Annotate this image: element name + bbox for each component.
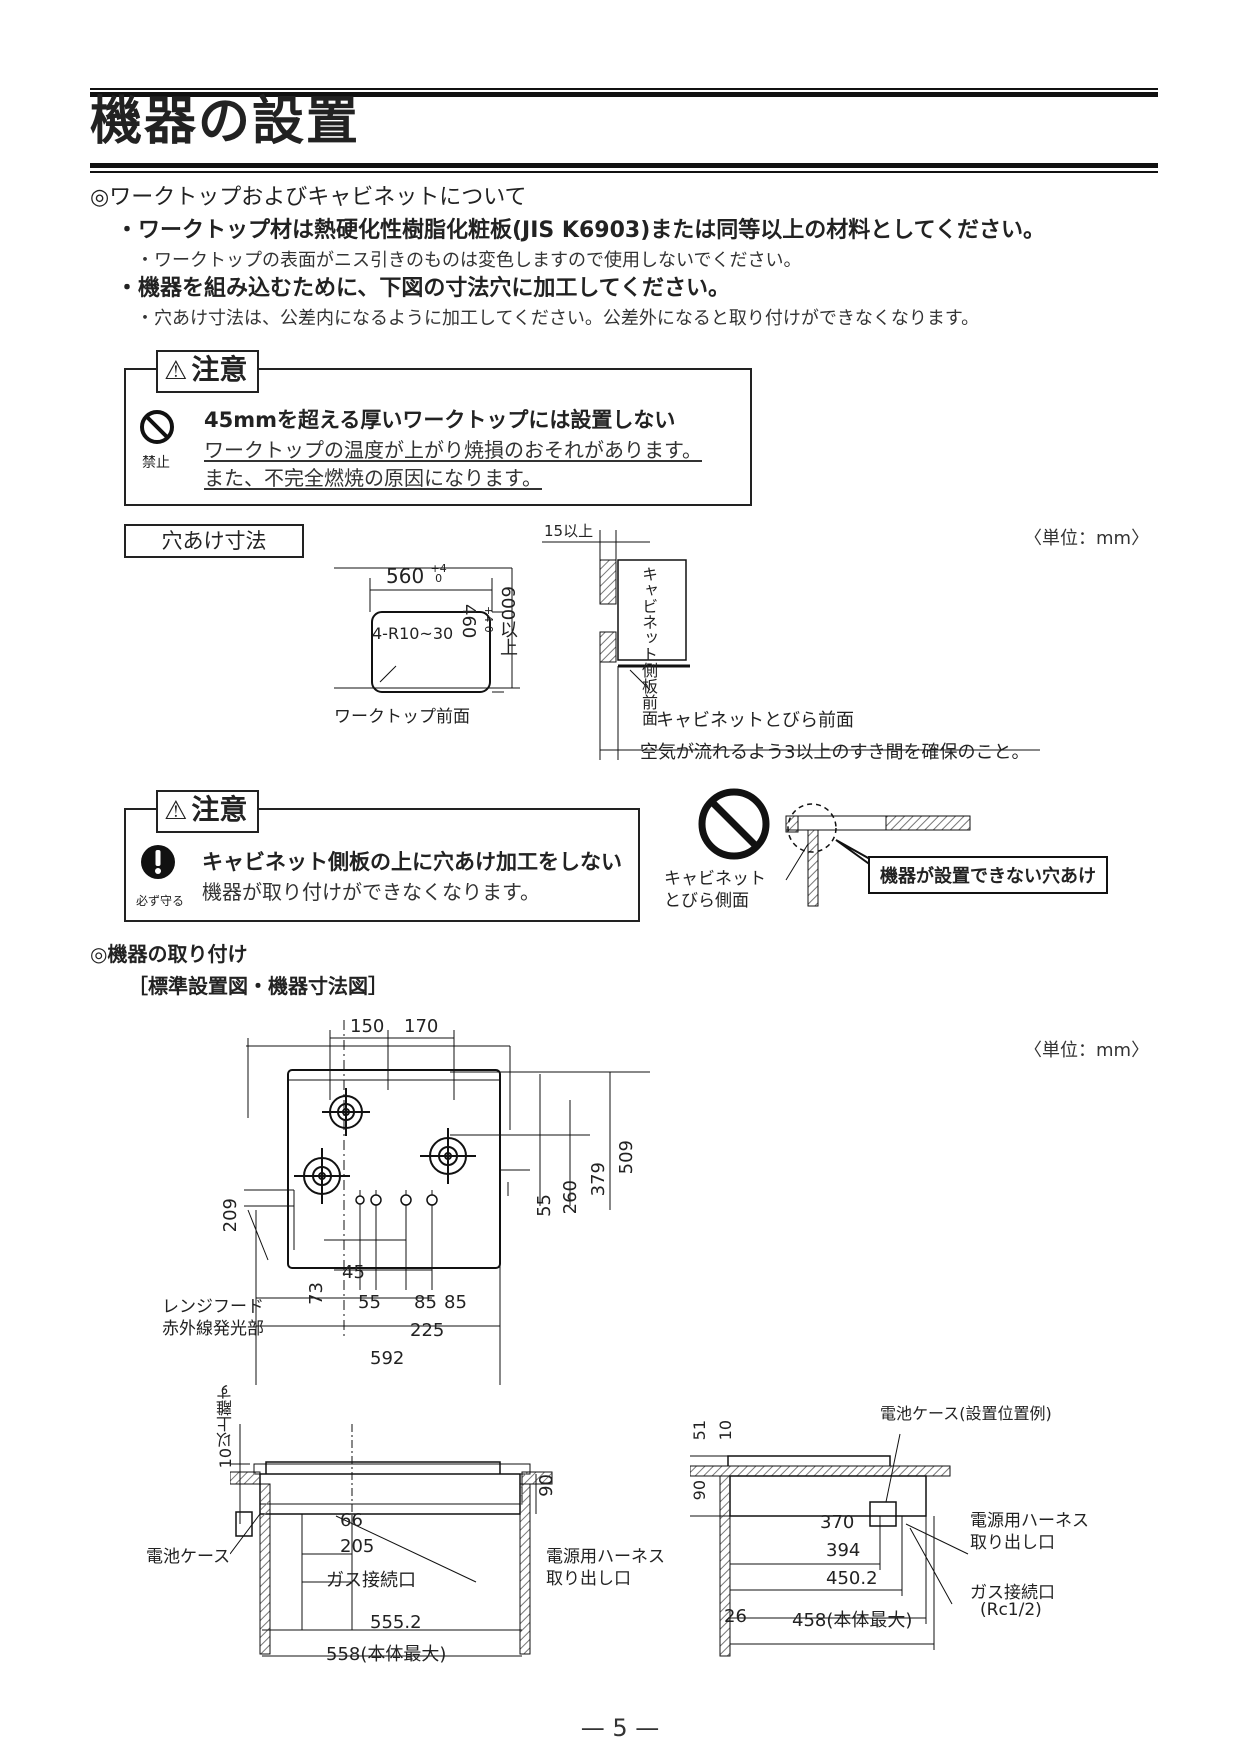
rangehood-label-1: レンジフード bbox=[162, 1297, 264, 1317]
page-number: — 5 — bbox=[580, 1714, 660, 1742]
dim-73: 73 bbox=[306, 1282, 327, 1305]
front-dim-558: 558(本体最大) bbox=[326, 1644, 447, 1665]
gap-top-label: 15以上 bbox=[544, 522, 594, 540]
worktop-bullet-material: ・ワークトップ材は熱硬化性樹脂化粧板(JIS K6903)または同等以上の材料と… bbox=[116, 218, 1045, 243]
front-dim-205: 205 bbox=[340, 1536, 375, 1557]
cabinet-side-front-label: キャビネット側板前面 bbox=[639, 566, 658, 726]
prohibited-label: 禁止 bbox=[142, 455, 170, 471]
unit-label-2: 〈単位：mm〉 bbox=[1024, 1040, 1150, 1061]
unit-label-1: 〈単位：mm〉 bbox=[1024, 528, 1150, 549]
caution-tag-1: ⚠注意 bbox=[156, 350, 260, 393]
install-heading: ◎機器の取り付け bbox=[90, 942, 248, 966]
side-dim-10: 10 bbox=[716, 1420, 735, 1441]
dim-150: 150 bbox=[350, 1016, 385, 1037]
dim-592: 592 bbox=[370, 1348, 405, 1369]
dim-260: 260 bbox=[560, 1180, 581, 1215]
caution-box-cabinet bbox=[124, 808, 640, 922]
hole-radius: 4-R10~30 bbox=[372, 624, 454, 643]
hole-width-tol-plus: +4 bbox=[430, 562, 447, 575]
prohibited-hole-callout: 機器が設置できない穴あけ bbox=[868, 856, 1108, 894]
caution-box-thickness bbox=[124, 368, 752, 506]
hob-front-view bbox=[230, 1424, 553, 1657]
caution2-heading: キャビネット側板の上に穴あけ加工をしない bbox=[202, 850, 622, 874]
warning-triangle-icon: ⚠ bbox=[164, 356, 188, 386]
caution-tag-label-2: 注意 bbox=[191, 793, 248, 826]
worktop-bullet-hole: ・機器を組み込むために、下図の寸法穴に加工してください。 bbox=[116, 276, 731, 301]
hole-depth-tol-plus: +4 bbox=[482, 606, 495, 623]
side-dim-51: 51 bbox=[690, 1420, 709, 1441]
dim-509: 509 bbox=[616, 1140, 637, 1175]
prohibited-hole-illustration bbox=[698, 788, 971, 907]
top-rule-thick bbox=[90, 92, 1158, 97]
hole-width-tol-zero: 0 bbox=[435, 572, 443, 585]
caution-tag-label: 注意 bbox=[191, 353, 248, 386]
side-dim-370: 370 bbox=[820, 1512, 855, 1533]
side-gas-1: ガス接続口 bbox=[970, 1583, 1055, 1603]
dim-379: 379 bbox=[588, 1162, 609, 1197]
warning-triangle-icon-2: ⚠ bbox=[164, 796, 188, 826]
page-title: 機器の設置 bbox=[90, 92, 361, 152]
title-rule-thin bbox=[90, 171, 1158, 173]
side-dim-394: 394 bbox=[826, 1540, 861, 1561]
hole-dimension-label: 穴あけ寸法 bbox=[124, 524, 304, 558]
dim-170: 170 bbox=[404, 1016, 439, 1037]
door-side-label-2: とびら側面 bbox=[664, 891, 749, 911]
mandatory-icon bbox=[141, 845, 175, 879]
worktop-note-tolerance: ・穴あけ寸法は、公差内になるように加工してください。公差外になると取り付けができ… bbox=[136, 308, 980, 329]
side-gas-2: (Rc1/2) bbox=[980, 1600, 1042, 1620]
door-side-label-1: キャビネット bbox=[664, 869, 766, 889]
hole-depth-value: 460 bbox=[458, 604, 479, 638]
front-harness-1: 電源用ハーネス bbox=[546, 1547, 665, 1567]
hole-width-value: 560 +4 0 bbox=[386, 562, 447, 588]
dim-225: 225 bbox=[410, 1320, 445, 1341]
install-subheading: ［標準設置図・機器寸法図］ bbox=[128, 974, 388, 998]
front-dim-5552: 555.2 bbox=[370, 1612, 422, 1633]
side-dim-458: 458(本体最大) bbox=[792, 1610, 913, 1631]
hole-min-depth: 600以上 bbox=[497, 586, 518, 657]
prohibited-icon bbox=[140, 410, 174, 444]
hob-side-view bbox=[690, 1433, 969, 1657]
side-harness-1: 電源用ハーネス bbox=[970, 1511, 1089, 1531]
hole-depth-tol-zero: 0 bbox=[482, 625, 495, 633]
cabinet-side-section-diagram bbox=[542, 530, 1040, 760]
hob-top-view bbox=[244, 1020, 650, 1385]
cabinet-door-front-label: キャビネットとびら前面 bbox=[656, 710, 854, 731]
worktop-note-varnish: ・ワークトップの表面がニス引きのものは変色しますので使用しないでください。 bbox=[136, 250, 802, 271]
front-gas: ガス接続口 bbox=[326, 1570, 416, 1591]
front-battery: 電池ケース bbox=[146, 1547, 231, 1567]
dim-85-b: 85 bbox=[444, 1292, 467, 1313]
front-clearance: 10以上離す bbox=[216, 1384, 235, 1469]
dim-209: 209 bbox=[220, 1198, 241, 1233]
title-rule-thick bbox=[90, 163, 1158, 168]
airflow-note: 空気が流れるよう3以上のすき間を確保のこと。 bbox=[640, 742, 1030, 763]
worktop-front-label: ワークトップ前面 bbox=[334, 707, 470, 727]
hole-cutout-diagram bbox=[334, 567, 520, 693]
caution1-line1: ワークトップの温度が上がり焼損のおそれがあります。 bbox=[204, 438, 702, 462]
side-dim-4502: 450.2 bbox=[826, 1568, 878, 1589]
dim-45: 45 bbox=[342, 1262, 365, 1283]
caution1-heading: 45mmを超える厚いワークトップには設置しない bbox=[204, 408, 676, 432]
top-rule-thin bbox=[90, 88, 1158, 90]
side-dim-90: 90 bbox=[690, 1480, 709, 1501]
rangehood-label-2: 赤外線発光部 bbox=[162, 1319, 264, 1339]
caution1-line2: また、不完全燃焼の原因になります。 bbox=[204, 466, 542, 490]
side-battery-example: 電池ケース(設置位置例) bbox=[880, 1404, 1052, 1423]
mandatory-label: 必ず守る bbox=[136, 894, 185, 908]
front-dim-90: 90 bbox=[536, 1474, 557, 1497]
front-dim-66: 66 bbox=[340, 1510, 363, 1531]
hole-depth: 460 bbox=[458, 604, 479, 639]
hole-depth-tol: +4 0 bbox=[482, 606, 495, 633]
caution-tag-2: ⚠注意 bbox=[156, 790, 260, 833]
dim-85-a: 85 bbox=[414, 1292, 437, 1313]
hole-width: 560 bbox=[386, 564, 425, 588]
front-harness-2: 取り出し口 bbox=[546, 1569, 631, 1589]
side-harness-2: 取り出し口 bbox=[970, 1533, 1055, 1553]
side-dim-26: 26 bbox=[724, 1606, 747, 1627]
caution2-line1: 機器が取り付けができなくなります。 bbox=[202, 880, 540, 904]
dim-55-horizontal: 55 bbox=[358, 1292, 381, 1313]
dim-55-vertical: 55 bbox=[534, 1194, 555, 1217]
worktop-heading: ◎ワークトップおよびキャビネットについて bbox=[90, 185, 527, 210]
